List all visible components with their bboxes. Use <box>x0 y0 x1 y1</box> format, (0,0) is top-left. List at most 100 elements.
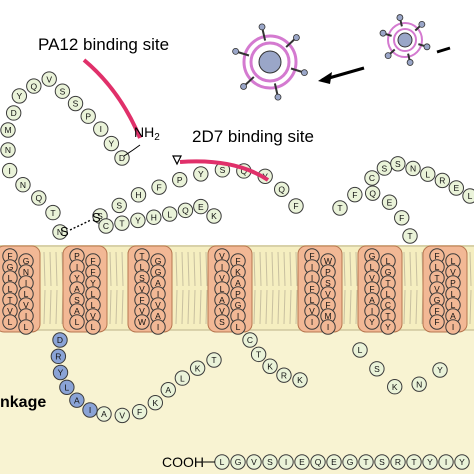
helix-1-residue: V <box>2 303 18 319</box>
disulfide-s1: S <box>60 224 69 239</box>
svg-text:V: V <box>155 300 161 310</box>
svg-text:G: G <box>434 295 441 305</box>
icl2-residue: K <box>189 360 206 376</box>
svg-text:L: L <box>451 300 456 310</box>
svg-text:Y: Y <box>198 169 204 179</box>
svg-text:L: L <box>451 256 456 266</box>
svg-text:Q: Q <box>35 193 42 203</box>
dry-motif-residue: A <box>69 392 85 408</box>
svg-text:L: L <box>180 373 185 383</box>
helix-4-residue: I <box>214 259 230 275</box>
c-terminus-residue: V <box>246 454 262 470</box>
nh2-connector <box>123 144 141 157</box>
svg-text:V: V <box>7 306 13 316</box>
helix-5-residue: V <box>320 286 336 302</box>
ecl3-b-residue: Q <box>364 185 381 201</box>
svg-text:E: E <box>387 197 393 207</box>
svg-text:N: N <box>410 164 416 174</box>
ecl3-b-residue: F <box>347 186 363 203</box>
n-terminus-residue: I <box>93 121 109 137</box>
svg-text:F: F <box>369 284 374 294</box>
svg-text:P: P <box>450 278 456 288</box>
cooh-label: COOH <box>162 454 204 470</box>
svg-text:T: T <box>407 231 412 241</box>
svg-text:V: V <box>251 457 257 467</box>
svg-text:Y: Y <box>58 368 64 378</box>
ecl3-b-residue: F <box>394 210 410 226</box>
icl2-residue: A <box>96 406 112 422</box>
svg-text:S: S <box>220 165 226 175</box>
svg-text:A: A <box>74 395 80 405</box>
svg-text:I: I <box>157 322 159 332</box>
svg-text:I: I <box>25 311 27 321</box>
svg-text:L: L <box>370 262 375 272</box>
helix-2-residue: L <box>69 314 85 330</box>
svg-text:K: K <box>235 267 241 277</box>
2d7-binding-label: 2D7 binding site <box>192 127 314 146</box>
svg-text:S: S <box>395 159 401 169</box>
svg-text:T: T <box>363 457 368 467</box>
icl3-residue: T <box>250 346 267 363</box>
svg-text:C: C <box>247 335 253 345</box>
helix-4-residue: I <box>230 308 246 324</box>
svg-text:Q: Q <box>369 188 376 198</box>
svg-text:F: F <box>309 284 314 294</box>
helix-7-residue: F <box>429 248 445 264</box>
dry-motif-residue: I <box>82 402 98 418</box>
svg-text:F: F <box>156 182 161 192</box>
svg-text:D: D <box>119 153 125 163</box>
svg-text:F: F <box>434 251 439 261</box>
pa12-binding-arc <box>82 58 142 139</box>
helix-6-residue: Y <box>380 319 396 335</box>
svg-text:K: K <box>195 363 201 373</box>
svg-text:V: V <box>369 273 375 283</box>
svg-text:Y: Y <box>459 457 465 467</box>
svg-text:T: T <box>256 350 261 360</box>
svg-text:V: V <box>219 306 225 316</box>
svg-text:M: M <box>324 311 331 321</box>
svg-text:V: V <box>90 311 96 321</box>
2d7-binding-arc <box>179 159 270 182</box>
svg-text:T: T <box>411 457 416 467</box>
c-terminus-residue: I <box>438 454 454 470</box>
c-terminus-residue: L <box>214 454 230 470</box>
svg-text:T: T <box>385 311 390 321</box>
svg-text:T: T <box>211 355 216 365</box>
svg-text:L: L <box>167 209 172 219</box>
svg-text:I: I <box>285 457 287 467</box>
c-terminus-residue: Y <box>454 454 470 470</box>
svg-text:V: V <box>139 284 145 294</box>
icl3-residue: K <box>262 358 278 374</box>
svg-text:L: L <box>435 262 440 272</box>
n-terminus-residue: S <box>54 83 71 99</box>
ecl3-residue: S <box>376 160 393 176</box>
icl3-residue: K <box>292 372 308 388</box>
ecl2-top-residue: P <box>172 172 188 188</box>
svg-text:G: G <box>369 251 376 261</box>
svg-text:P: P <box>235 289 241 299</box>
svg-text:Y: Y <box>369 317 375 327</box>
svg-text:A: A <box>219 295 225 305</box>
n-terminus-left-residue: N <box>52 224 68 240</box>
svg-text:Y: Y <box>17 91 23 101</box>
helix-5-residue: I <box>304 314 320 330</box>
svg-text:S: S <box>374 364 380 374</box>
helix-7-residue: F <box>429 314 445 330</box>
ecl3-residue: L <box>420 166 436 182</box>
svg-text:Q: Q <box>31 81 38 91</box>
svg-text:Y: Y <box>90 278 96 288</box>
helix-5-residue: I <box>304 270 320 286</box>
svg-text:A: A <box>101 409 107 419</box>
n-terminus-left-residue: Q <box>31 190 47 206</box>
ecl2-bottom-residue: Y <box>130 212 146 229</box>
svg-text:F: F <box>90 267 95 277</box>
n-terminus-left-residue: I <box>1 162 18 179</box>
svg-text:I: I <box>371 306 373 316</box>
svg-text:V: V <box>309 306 315 316</box>
svg-text:N: N <box>57 227 63 237</box>
svg-text:F: F <box>139 295 144 305</box>
svg-text:S: S <box>60 86 66 96</box>
svg-text:V: V <box>325 289 331 299</box>
